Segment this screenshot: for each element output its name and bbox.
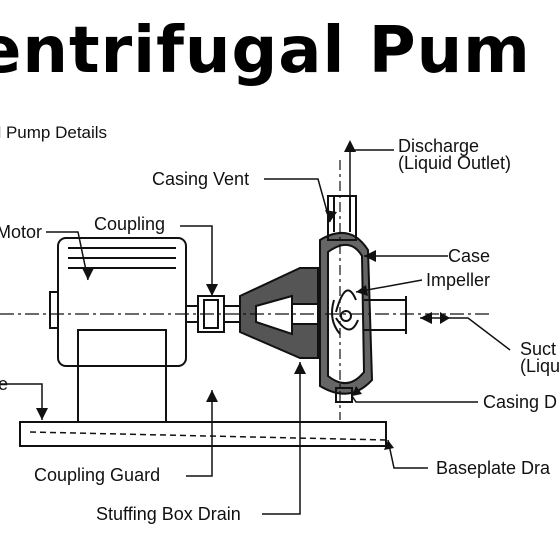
- label-suction-note: (Liqu: [520, 356, 560, 376]
- label-suction: Suct: [520, 339, 557, 359]
- label-case: Case: [448, 246, 491, 266]
- label-baseplate-drain: Baseplate Dra: [436, 458, 551, 478]
- label-discharge-note: (Liquid Outlet): [398, 153, 512, 173]
- label-motor: Motor: [0, 222, 43, 242]
- bearing-frame: [239, 267, 319, 359]
- label-coupling: Coupling: [94, 214, 166, 234]
- label-casing-vent: Casing Vent: [152, 169, 250, 189]
- diagram-subtitle: al Pump Details: [0, 123, 108, 142]
- label-base-fragment: e: [0, 374, 9, 394]
- baseplate: [19, 421, 387, 447]
- leader-arrowheads: [36, 140, 450, 450]
- pump-casing: [319, 195, 374, 403]
- suction-nozzle: [364, 296, 407, 334]
- label-stuffing-box-drain: Stuffing Box Drain: [96, 504, 241, 524]
- impeller: [331, 289, 359, 335]
- label-coupling-guard: Coupling Guard: [34, 465, 161, 485]
- label-casing-drain: Casing D: [483, 392, 558, 412]
- diagram-title: entrifugal Pum: [0, 14, 531, 88]
- motor-body: [49, 237, 198, 423]
- label-impeller: Impeller: [426, 270, 491, 290]
- label-discharge: Discharge: [398, 136, 480, 156]
